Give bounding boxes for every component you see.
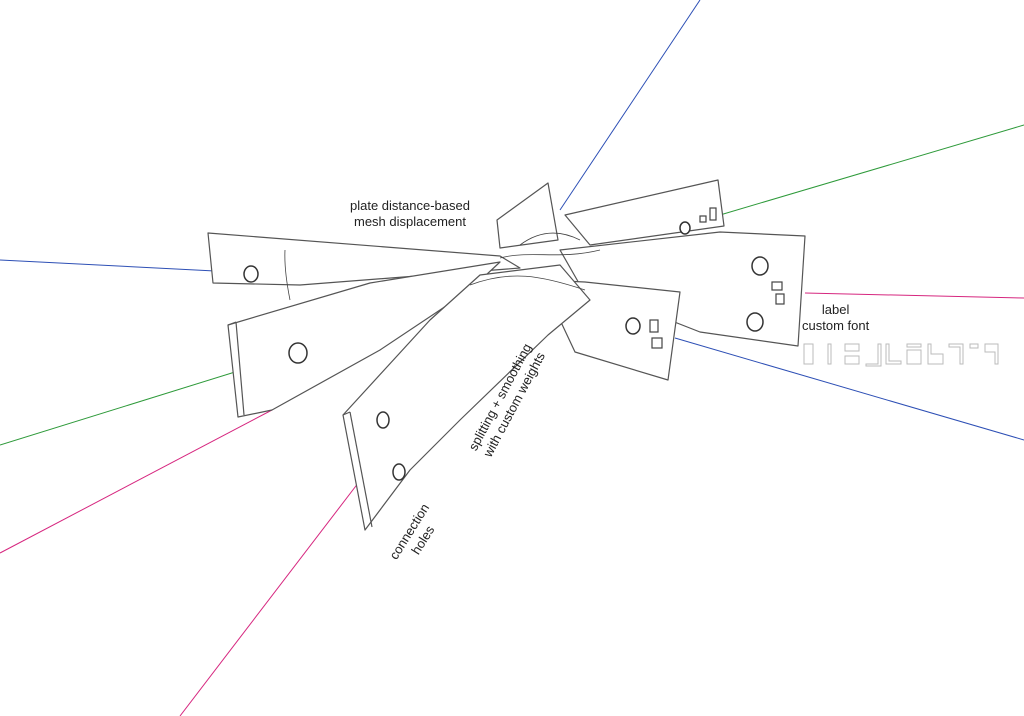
axis-line-magenta <box>179 477 363 716</box>
hole-icon <box>392 463 406 481</box>
engraved-label <box>649 207 785 349</box>
axis-line-blue <box>559 0 701 211</box>
hole-icon <box>376 411 390 429</box>
annotation-line: plate distance-based <box>350 198 470 213</box>
connection-holes <box>243 221 769 481</box>
annotation-line: mesh displacement <box>353 214 466 229</box>
hole-icon <box>288 342 308 364</box>
plate-top <box>496 182 559 249</box>
plate-front-left <box>227 261 501 418</box>
axis-line-magenta <box>804 292 1024 299</box>
custom-font-sample: 0123456789 <box>803 343 999 367</box>
hole-icon <box>751 256 769 276</box>
annotation-label: label custom font <box>802 302 869 334</box>
axis-line-magenta <box>0 409 273 554</box>
axis-line-blue <box>0 259 216 272</box>
hole-icon <box>625 317 641 335</box>
axis-line-green <box>719 124 1024 216</box>
axis-line-green <box>0 371 236 446</box>
annotation-displacement: plate distance-based mesh displacement <box>350 198 470 230</box>
hole-icon <box>746 312 764 332</box>
annotation-line: label <box>821 302 850 317</box>
annotation-line: custom font <box>802 318 870 333</box>
plate-front-bottom <box>342 264 591 531</box>
axis-line-blue <box>674 337 1024 441</box>
hole-icon <box>243 265 259 283</box>
hole-icon <box>679 221 691 235</box>
